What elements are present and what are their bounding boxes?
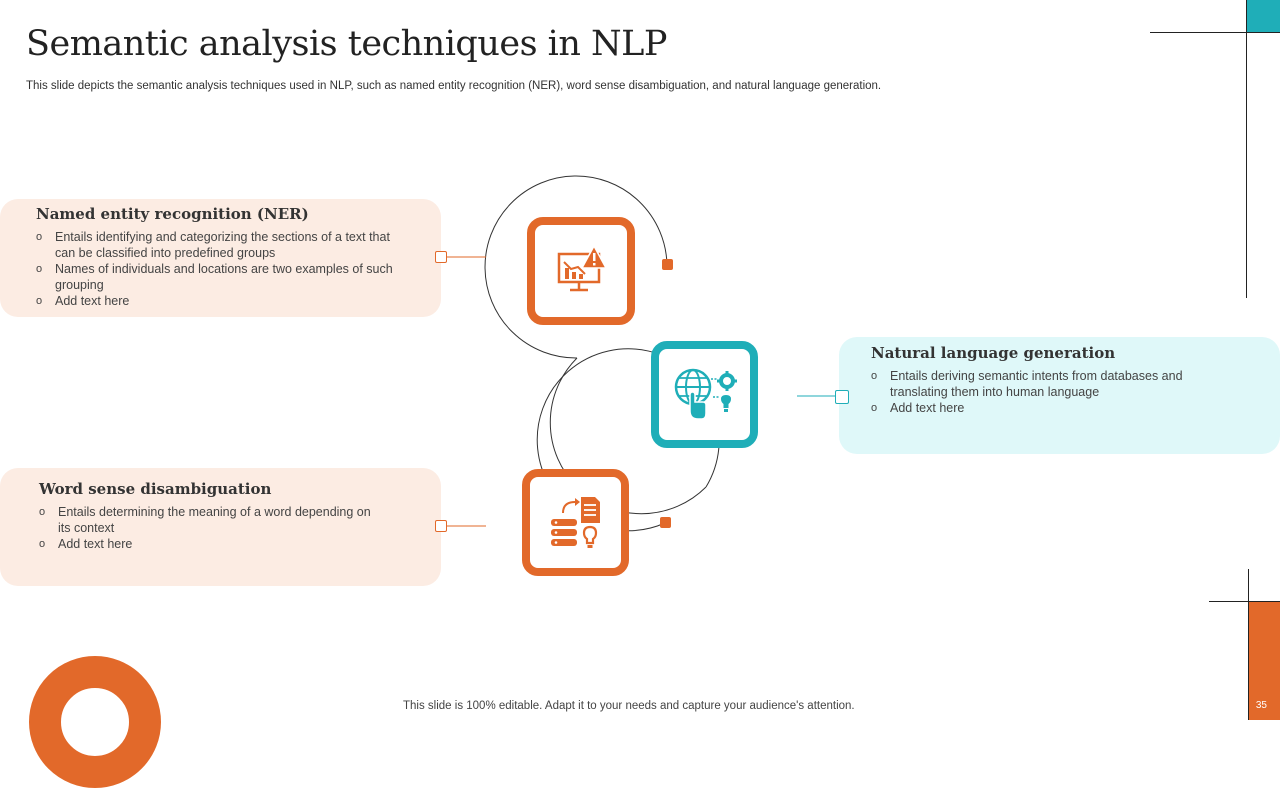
- wsd-connector: [435, 520, 447, 532]
- data-document-bulb-icon: [550, 496, 600, 548]
- card-word-sense-disambiguation: Word sense disambiguation Entails determ…: [0, 468, 441, 586]
- bullet-item: Entails identifying and categorizing the…: [36, 229, 401, 261]
- bottom-right-orange-block: [1249, 601, 1280, 720]
- bullet-item: Names of individuals and locations are t…: [36, 261, 401, 293]
- nlg-connector: [835, 390, 849, 404]
- bullet-item: Add text here: [36, 293, 401, 309]
- bullet-list: Entails determining the meaning of a wor…: [39, 504, 381, 552]
- wsd-arc-end-dot: [660, 517, 671, 528]
- ner-connector: [435, 251, 447, 263]
- card-title: Named entity recognition (NER): [36, 205, 309, 223]
- card-title: Natural language generation: [871, 344, 1116, 362]
- bottom-right-horizontal-line: [1209, 601, 1280, 602]
- card-natural-language-generation: Natural language generation Entails deri…: [839, 337, 1280, 454]
- nlg-icon-box: [651, 341, 758, 448]
- bullet-item: Add text here: [871, 400, 1210, 416]
- card-title: Word sense disambiguation: [39, 480, 272, 498]
- bottom-right-vertical-line: [1248, 569, 1249, 720]
- ner-arc-end-dot: [662, 259, 673, 270]
- bullet-item: Add text here: [39, 536, 381, 552]
- footer-note: This slide is 100% editable. Adapt it to…: [403, 700, 855, 712]
- top-right-vertical-line: [1246, 0, 1247, 298]
- bullet-list: Entails identifying and categorizing the…: [36, 229, 401, 309]
- ner-icon-box: [527, 217, 635, 325]
- wsd-icon-box: [522, 469, 629, 576]
- bullet-item: Entails deriving semantic intents from d…: [871, 368, 1210, 400]
- page-title: Semantic analysis techniques in NLP: [26, 24, 667, 64]
- card-named-entity-recognition: Named entity recognition (NER) Entails i…: [0, 199, 441, 317]
- bullet-list: Entails deriving semantic intents from d…: [871, 368, 1210, 416]
- globe-hand-gear-bulb-icon: [674, 368, 737, 420]
- page-number: 35: [1255, 700, 1267, 711]
- top-right-horizontal-line: [1150, 32, 1280, 33]
- top-right-teal-block: [1247, 0, 1280, 33]
- warning-monitor-chart-icon: [557, 244, 608, 292]
- page-subtitle: This slide depicts the semantic analysis…: [26, 80, 882, 92]
- bullet-item: Entails determining the meaning of a wor…: [39, 504, 381, 536]
